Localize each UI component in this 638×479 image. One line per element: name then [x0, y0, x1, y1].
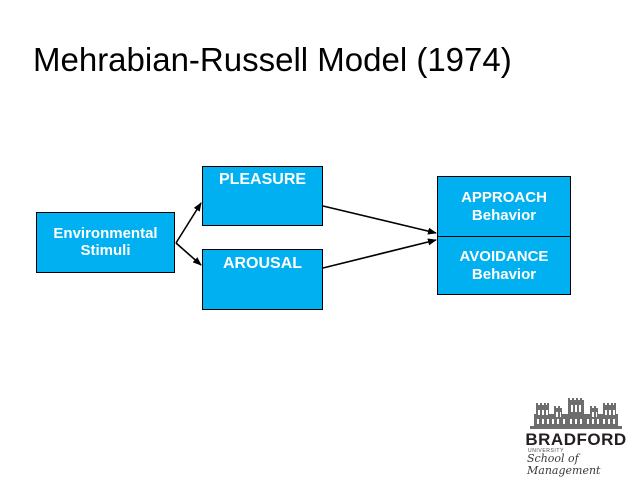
node-arousal[interactable]: AROUSAL [202, 249, 323, 310]
node-environmental-stimuli-line2: Stimuli [80, 241, 131, 259]
arrow-stimuli-to-pleasure [175, 202, 202, 244]
node-environmental-stimuli[interactable]: Environmental Stimuli [36, 212, 175, 273]
node-response-stack: APPROACH Behavior AVOIDANCE Behavior [437, 176, 571, 295]
arrow-stimuli-to-arousal [175, 242, 202, 266]
arrow-arousal-to-response [322, 238, 437, 269]
logo-school-line: School of Management [527, 452, 601, 477]
node-pleasure-label: PLEASURE [218, 171, 307, 188]
logo-wordmark: BRADFORD [525, 430, 627, 449]
node-approach-line2: Behavior [471, 206, 537, 224]
bradford-logo: BRADFORD UNIVERSITY School of Management [524, 398, 628, 477]
node-environmental-stimuli-line1: Environmental [53, 224, 158, 242]
node-avoidance-line2: Behavior [471, 265, 537, 283]
node-avoidance-line1: AVOIDANCE [459, 247, 549, 265]
node-approach-line1: APPROACH [461, 188, 547, 206]
logo-university-line: UNIVERSITY [528, 448, 565, 454]
node-arousal-label: AROUSAL [222, 255, 303, 272]
university-building-icon [530, 398, 622, 429]
node-approach-behavior[interactable]: APPROACH Behavior [438, 177, 570, 237]
node-pleasure[interactable]: PLEASURE [202, 166, 323, 226]
arrow-pleasure-to-response [322, 205, 437, 235]
node-avoidance-behavior[interactable]: AVOIDANCE Behavior [438, 237, 570, 294]
page-title: Mehrabian-Russell Model (1974) [33, 41, 512, 78]
